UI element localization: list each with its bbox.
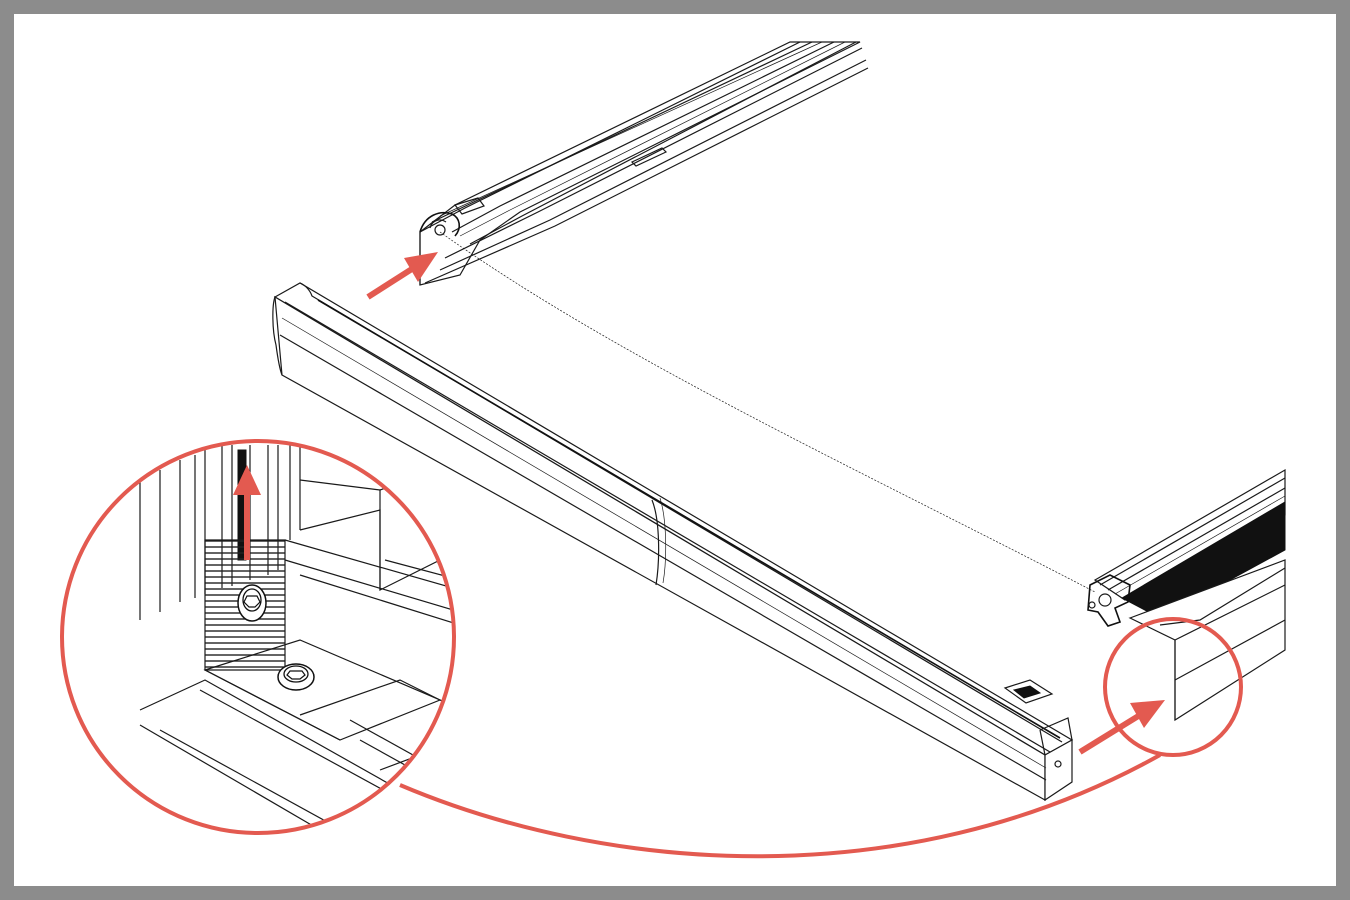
- assembly-diagram: [60, 41, 1286, 859]
- top-rail: [419, 41, 869, 286]
- arrow-icon: [233, 252, 1165, 755]
- detail-view: [60, 439, 456, 835]
- illustration-frame: [14, 14, 1336, 886]
- screw-lower: [277, 663, 315, 691]
- cord: [439, 231, 1096, 593]
- right-end-assembly: [1087, 468, 1286, 722]
- callout-connector: [399, 617, 1243, 859]
- screw-upper: [237, 584, 267, 622]
- cassette: [272, 282, 1074, 802]
